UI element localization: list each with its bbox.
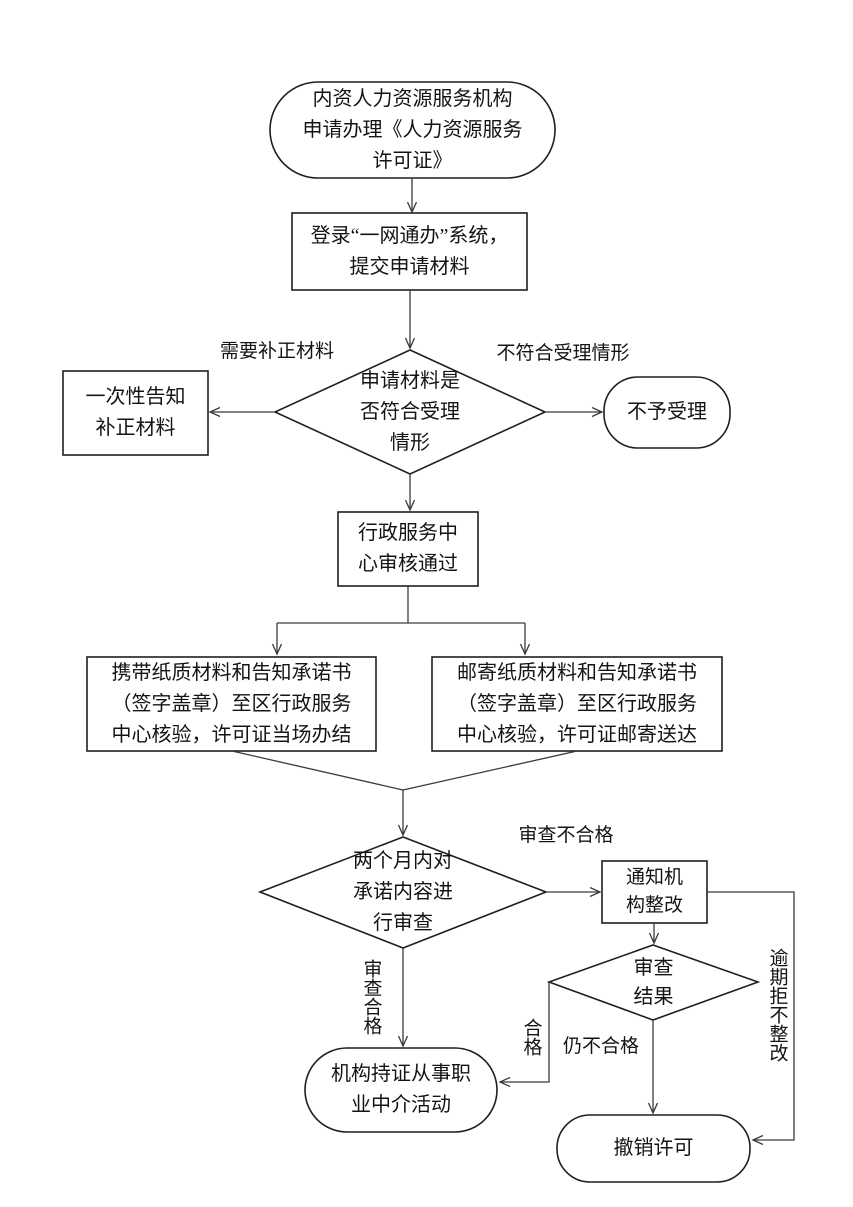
- edge-pass-operate: [500, 982, 550, 1082]
- edge-merge-right: [402, 750, 578, 791]
- node-reject-shape: [603, 376, 731, 449]
- node-login-shape: [291, 212, 528, 291]
- edge-label-overdue-refuse: 逾期拒不整改: [766, 948, 788, 1062]
- edge-label-review-fail: 审查不合格: [518, 825, 614, 846]
- node-review-commitment-shape: [257, 836, 549, 949]
- edge-label-not-acceptable: 不符合受理情形: [496, 343, 630, 364]
- edge-label-pass: 合格: [520, 1018, 542, 1056]
- node-notify-rectify-shape: [601, 860, 708, 924]
- node-revoke-shape: [556, 1114, 751, 1183]
- edge-split-stem: [277, 586, 525, 624]
- node-start-shape: [269, 81, 556, 179]
- edge-label-review-pass: 审查合格: [360, 959, 382, 1035]
- edge-label-still-fail: 仍不合格: [562, 1036, 640, 1057]
- node-center-approved-shape: [337, 511, 479, 587]
- node-operate-shape: [304, 1047, 498, 1133]
- edge-merge-left: [231, 750, 404, 791]
- node-mail-materials-shape: [431, 656, 723, 752]
- edge-label-need-correction: 需要补正材料: [219, 341, 335, 362]
- node-review-result-shape: [546, 944, 761, 1021]
- node-accept-check-shape: [273, 349, 547, 475]
- node-bring-materials-shape: [86, 656, 377, 752]
- edge-overdue-revoke: [707, 891, 795, 1140]
- node-notify-correction-shape: [62, 370, 209, 456]
